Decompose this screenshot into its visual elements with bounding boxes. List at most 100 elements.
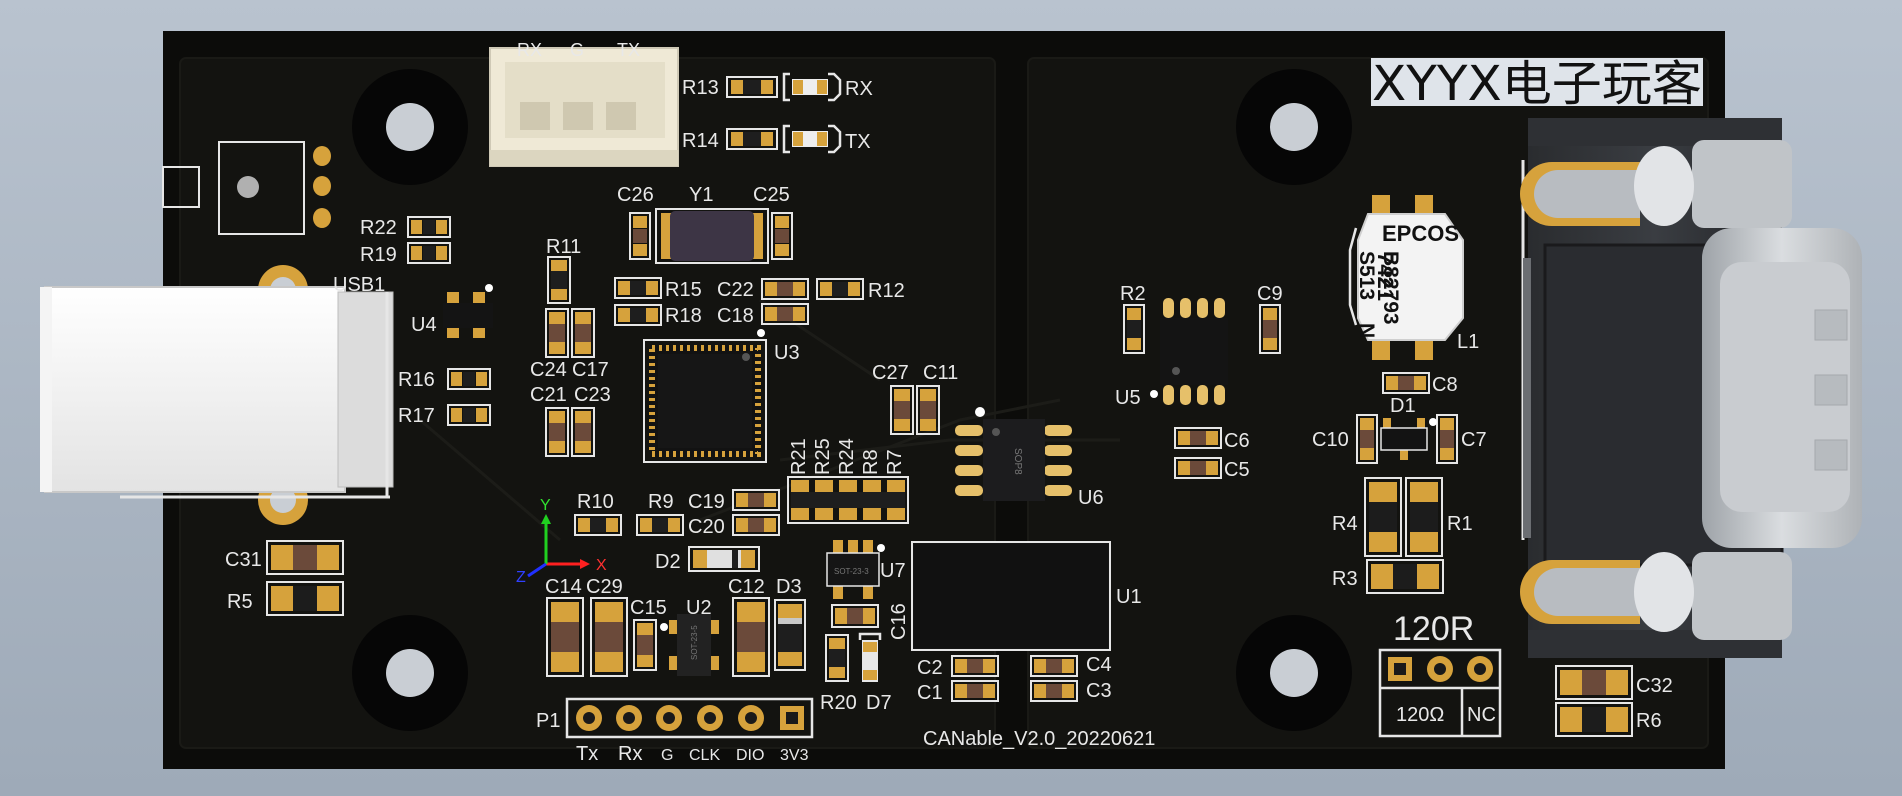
u4-chip <box>443 284 493 338</box>
u5-label: U5 <box>1115 387 1141 409</box>
c3-label: C3 <box>1086 680 1112 702</box>
r2-label: R2 <box>1120 283 1146 305</box>
r14-label: R14 <box>682 130 719 152</box>
p1-pin-rx: Rx <box>618 743 642 765</box>
p2-pin-g-label: G <box>570 40 584 60</box>
r20-label: R20 <box>820 692 857 714</box>
termination-option-nc: NC <box>1467 704 1496 726</box>
rx-tx-leds <box>726 72 842 154</box>
p1-label: P1 <box>536 710 560 732</box>
d3-label: D3 <box>776 576 802 598</box>
p1-header <box>565 697 814 739</box>
u3-support-parts <box>545 256 595 457</box>
r19-label: R19 <box>360 244 397 266</box>
c4-label: C4 <box>1086 654 1112 676</box>
r25-label: R25 <box>812 438 834 475</box>
c12-label: C12 <box>728 576 765 598</box>
c23-label: C23 <box>574 384 611 406</box>
brand-background <box>1371 58 1703 106</box>
c15-label: C15 <box>630 597 667 619</box>
c31-label: C31 <box>225 549 262 571</box>
p1-pin-dio: DIO <box>736 747 764 764</box>
resistors-mid <box>574 489 780 536</box>
l1-marking-line-2: B82793 <box>1379 251 1402 325</box>
d7-label: D7 <box>866 692 892 714</box>
r7-label: R7 <box>884 449 906 475</box>
power-section-caps <box>546 597 806 677</box>
u2-package-mark: SOT-23-5 <box>690 625 699 660</box>
c9-label: C9 <box>1257 283 1283 305</box>
l1-choke: B82793 S513 N EPCOS 7421 <box>1348 195 1464 360</box>
d1-label: D1 <box>1390 395 1416 417</box>
axis-triad <box>527 514 590 578</box>
r15-label: R15 <box>665 279 702 301</box>
power-switch <box>162 141 331 235</box>
r24-label: R24 <box>836 438 858 475</box>
axis-z-label: Z <box>516 569 526 586</box>
r22-label: R22 <box>360 217 397 239</box>
c16-label: C16 <box>888 603 910 640</box>
u2-label: U2 <box>686 597 712 619</box>
usb1-label: USB1 <box>333 274 385 296</box>
c25-label: C25 <box>753 184 790 206</box>
r8-label: R8 <box>860 449 882 475</box>
rx-led-label: RX <box>845 78 873 100</box>
p2-pin-rx-label: RX <box>517 40 542 60</box>
c17-label: C17 <box>572 359 609 381</box>
c18-label: C18 <box>717 305 754 327</box>
c14-label: C14 <box>545 576 582 598</box>
c20-label: C20 <box>688 516 725 538</box>
r4-label: R4 <box>1332 513 1358 535</box>
p1-pin-clk: CLK <box>689 747 720 764</box>
l1-marking-line-1: EPCOS <box>1382 221 1459 246</box>
u1-label: U1 <box>1116 586 1142 608</box>
r3-label: R3 <box>1332 568 1358 590</box>
p1-pin-3v3: 3V3 <box>780 747 809 764</box>
u5-chip <box>1123 298 1281 405</box>
c11-label: C11 <box>923 362 958 384</box>
uart-connector <box>489 47 679 167</box>
usb-connector <box>40 265 394 525</box>
r21-label: R21 <box>788 438 810 475</box>
d2-diode <box>688 546 760 572</box>
r5-label: R5 <box>227 591 253 613</box>
u6-transceiver: SOP8 <box>955 407 1072 501</box>
c6-c5-caps <box>1174 427 1222 479</box>
axis-x-label: X <box>596 557 607 574</box>
db9-connector <box>1520 118 1862 658</box>
c22-label: C22 <box>717 279 754 301</box>
c16-r20-d7 <box>825 604 882 682</box>
u1-caps <box>951 655 1078 702</box>
u6-package-mark: SOP8 <box>1012 448 1023 475</box>
u7-chip: SOT-23-3 <box>826 540 885 599</box>
d2-label: D2 <box>655 551 681 573</box>
u4-label: U4 <box>411 314 437 336</box>
p1-pin-g: G <box>661 747 673 764</box>
l1-marking-line-3: S513 <box>1355 251 1378 300</box>
u6-label: U6 <box>1078 487 1104 509</box>
p2-pin-tx-label: TX <box>617 40 640 60</box>
c32-label: C32 <box>1636 675 1673 697</box>
c31-r5-components <box>266 540 344 616</box>
termination-title: 120R <box>1393 610 1474 648</box>
c26-label: C26 <box>617 184 654 206</box>
board-version-text: CANable_V2.0_20220621 <box>923 728 1155 750</box>
c19-label: C19 <box>688 491 725 513</box>
brand-text: XYYX电子玩客 <box>1372 56 1702 112</box>
u3-mcu <box>643 329 767 463</box>
tx-led-label: TX <box>845 131 871 153</box>
r10-label: R10 <box>577 491 614 513</box>
r1-label: R1 <box>1447 513 1473 535</box>
r17-label: R17 <box>398 405 435 427</box>
l1-marking-line-5: 7421 <box>1373 252 1398 301</box>
y1-label: Y1 <box>689 184 713 206</box>
c10-label: C10 <box>1312 429 1349 451</box>
c29-label: C29 <box>586 576 623 598</box>
c5-label: C5 <box>1224 459 1250 481</box>
r11-label: R11 <box>546 236 581 258</box>
c32-r6-components <box>1555 665 1633 737</box>
c6-label: C6 <box>1224 430 1250 452</box>
r12-label: R12 <box>868 280 905 302</box>
c27-label: C27 <box>872 362 909 384</box>
